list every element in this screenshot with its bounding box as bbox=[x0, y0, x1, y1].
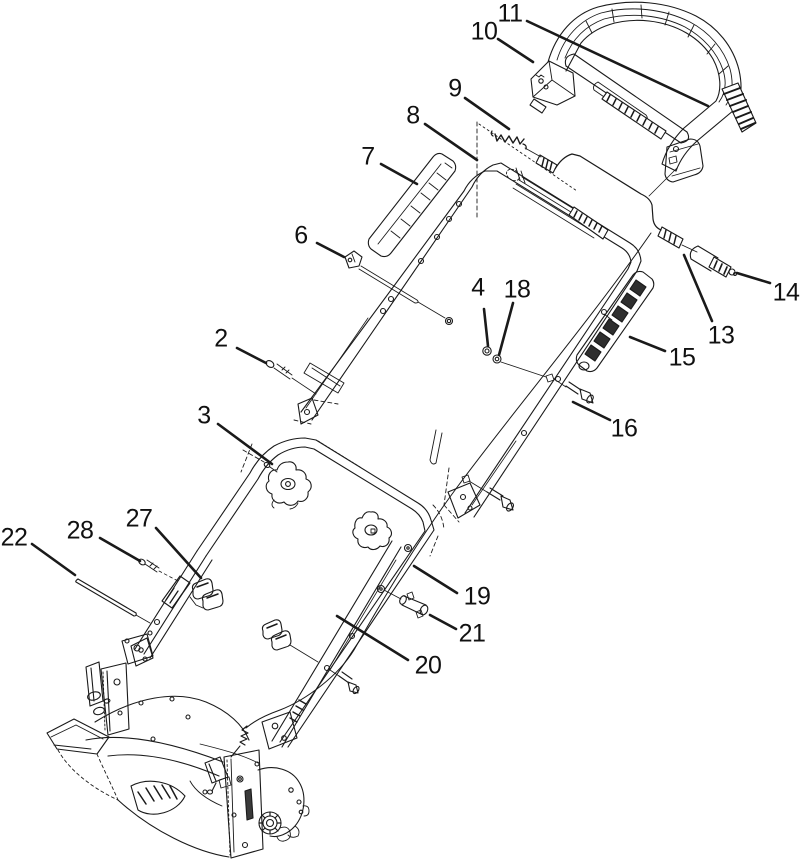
mower-deck bbox=[47, 634, 309, 858]
deck-side-plate bbox=[219, 750, 263, 858]
grip-rib-pad bbox=[722, 83, 756, 132]
leader-line-2 bbox=[237, 348, 266, 363]
washer-18 bbox=[493, 355, 546, 377]
tension-spring bbox=[491, 131, 541, 157]
cable-anchor-6 bbox=[345, 251, 453, 325]
grip-tape-lines bbox=[513, 177, 608, 239]
upper-grip-assembly bbox=[530, 2, 756, 182]
control-bar bbox=[565, 54, 688, 143]
lower-left-bar bbox=[131, 551, 212, 666]
knobs-and-clamps bbox=[190, 461, 429, 662]
leader-line-4 bbox=[484, 309, 488, 346]
leader-line-14 bbox=[737, 273, 770, 283]
screw-16a bbox=[546, 374, 595, 404]
bolt-28 bbox=[138, 558, 178, 581]
leader-line-8 bbox=[425, 124, 477, 160]
clamp-27b bbox=[262, 620, 318, 662]
bolt-2 bbox=[265, 359, 316, 394]
leader-line-27 bbox=[156, 528, 201, 578]
handle-cover-panel-right bbox=[576, 271, 653, 371]
handle-cover-panel-left bbox=[368, 153, 455, 256]
screw-lower bbox=[325, 666, 361, 695]
leader-line-9 bbox=[465, 98, 509, 129]
clamp-27 bbox=[190, 579, 223, 610]
upper-handle-tube bbox=[294, 163, 641, 522]
construction-lines bbox=[477, 122, 577, 218]
leader-line-16 bbox=[573, 402, 610, 420]
support-bar-20 bbox=[262, 541, 401, 749]
brake-cable bbox=[200, 233, 651, 794]
nut-4 bbox=[483, 347, 491, 355]
leader-line-21 bbox=[430, 615, 456, 629]
leader-line-28 bbox=[100, 538, 140, 561]
leader-line-19 bbox=[414, 566, 457, 593]
discharge-band bbox=[131, 781, 185, 814]
cable-clip-21 bbox=[384, 590, 429, 618]
star-knob-3 bbox=[263, 461, 311, 509]
leader-line-3 bbox=[218, 424, 272, 464]
leader-line-22 bbox=[32, 544, 75, 575]
cable-plug bbox=[690, 246, 736, 277]
line-art bbox=[32, 2, 770, 858]
lower-handle-tube bbox=[131, 438, 444, 749]
grip-end-bracket bbox=[665, 139, 703, 182]
cable-and-plug bbox=[536, 154, 736, 277]
leader-line-10 bbox=[498, 39, 533, 62]
leader-line-15 bbox=[630, 337, 665, 351]
leader-line-18 bbox=[499, 303, 513, 355]
star-knob-b bbox=[353, 512, 392, 550]
fasteners bbox=[76, 251, 595, 695]
screw-16b bbox=[462, 475, 515, 512]
leader-line-11 bbox=[527, 21, 708, 106]
leader-line-13 bbox=[684, 255, 712, 321]
leader-line-6 bbox=[317, 243, 344, 257]
rod-22 bbox=[76, 579, 150, 623]
leader-line-20 bbox=[337, 616, 408, 660]
leader-lines bbox=[32, 21, 770, 660]
leader-line-7 bbox=[381, 164, 417, 184]
grip-housing bbox=[530, 61, 575, 113]
gear-housing bbox=[258, 768, 309, 842]
